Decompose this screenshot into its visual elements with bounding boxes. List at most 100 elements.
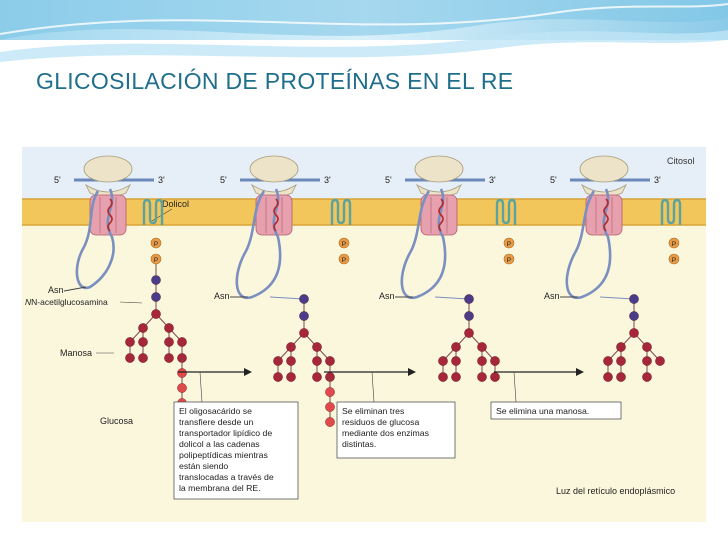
glycosylation-stage-3: 5' 3' Asn — [379, 155, 496, 301]
five-prime-label: 5' — [220, 175, 227, 185]
lumen-region — [22, 225, 706, 522]
signal-sequence — [603, 198, 609, 232]
mannose-sugar — [603, 372, 613, 382]
glcnac-sugar — [464, 294, 474, 304]
glycosylation-diagram: Citosol Luz del retículo endoplásmico Do… — [22, 147, 706, 522]
mannose-sugar — [286, 342, 296, 352]
mannose-sugar — [477, 372, 487, 382]
asn-label: Asn — [379, 291, 395, 301]
oligosaccharide-tree-2: PP — [269, 198, 352, 427]
mannose-sugar — [616, 342, 626, 352]
glcnac-sugar — [629, 311, 639, 321]
ribosome-large-subunit — [414, 155, 464, 183]
glycosylation-stage-2: 5' 3' Asn — [214, 155, 331, 301]
phosphate-label: P — [342, 241, 346, 248]
mannose-sugar — [273, 372, 283, 382]
mannose-sugar — [642, 372, 652, 382]
phosphate-label: P — [507, 257, 511, 264]
phosphate-label: P — [672, 257, 676, 264]
asn-label: Asn — [214, 291, 230, 301]
mannose-sugar — [464, 328, 474, 338]
mannose-sugar — [490, 356, 500, 366]
mannose-sugar — [325, 356, 335, 366]
step-box-3: Se elimina una manosa. — [490, 371, 622, 420]
mannose-sugar — [451, 356, 461, 366]
dolichol-lipid — [330, 198, 352, 225]
header-banner — [0, 0, 728, 62]
mannose-sugar — [477, 356, 487, 366]
mannose-sugar — [490, 372, 500, 382]
mannose-sugar — [451, 372, 461, 382]
three-prime-label: 3' — [158, 175, 165, 185]
phosphate-group — [668, 253, 680, 265]
mannose-sugar — [629, 328, 639, 338]
mannose-sugar — [177, 337, 187, 347]
mannose-sugar — [164, 353, 174, 363]
mannose-sugar — [477, 342, 487, 352]
mannose-sugar — [312, 372, 322, 382]
mannose-label: Manosa — [60, 348, 92, 358]
mannose-sugar — [616, 372, 626, 382]
phosphate-label: P — [507, 241, 511, 248]
mannose-sugar — [138, 353, 148, 363]
mannose-sugar — [151, 309, 161, 319]
mannose-sugar — [138, 337, 148, 347]
mannose-sugar — [164, 323, 174, 333]
mannose-sugar — [164, 337, 174, 347]
svg-text:Se elimina una manosa.: Se elimina una manosa. — [496, 406, 589, 416]
glcnac-sugar — [299, 294, 309, 304]
glucose-sugar — [325, 387, 335, 397]
polypeptide-chain — [75, 188, 115, 290]
glycosylation-stage-4: 5' 3' Asn — [544, 155, 661, 301]
asn-label: Asn — [48, 285, 64, 295]
phosphate-label: P — [154, 241, 158, 248]
ribosome-large-subunit — [83, 155, 133, 183]
signal-sequence — [438, 198, 444, 232]
phosphate-group — [503, 253, 515, 265]
signal-sequence — [273, 198, 279, 232]
phosphate-group — [668, 237, 680, 249]
mannose-sugar — [312, 356, 322, 366]
phosphate-group — [338, 253, 350, 265]
glcnac-sugar — [299, 311, 309, 321]
glcnac-sugar — [151, 275, 161, 285]
dolichol-label: Dolicol — [162, 199, 189, 209]
three-prime-label: 3' — [654, 175, 661, 185]
svg-text:El oligosacárido se tran: El oligosacárido se transfiere desde un … — [179, 406, 276, 493]
glucose-label: Glucosa — [100, 416, 133, 426]
oligosaccharide-tree-1: PP — [125, 198, 187, 408]
glucose-sugar — [177, 383, 187, 393]
mannose-sugar — [138, 323, 148, 333]
glcnac-sugar — [151, 292, 161, 302]
dolichol-lipid — [495, 198, 517, 225]
glucose-sugar — [177, 368, 187, 378]
phosphate-label: P — [342, 257, 346, 264]
ribosome-large-subunit — [579, 155, 629, 183]
mannose-sugar — [125, 353, 135, 363]
lumen-label: Luz del retículo endoplásmico — [556, 486, 675, 496]
dolichol-lipid — [660, 198, 682, 225]
glcnac-sugar — [629, 294, 639, 304]
five-prime-label: 5' — [385, 175, 392, 185]
glucose-sugar — [325, 417, 335, 427]
mannose-sugar — [273, 356, 283, 366]
stage-arrow — [324, 368, 416, 376]
mannose-sugar — [299, 328, 309, 338]
three-prime-label: 3' — [489, 175, 496, 185]
ribosome-large-subunit — [249, 155, 299, 183]
five-prime-label: 5' — [54, 175, 61, 185]
phosphate-group — [338, 237, 350, 249]
svg-text:Se eliminan tres residuo: Se eliminan tres residuos de glucosa med… — [342, 406, 431, 449]
mannose-sugar — [286, 356, 296, 366]
page-title: GLICOSILACIÓN DE PROTEÍNAS EN EL RE — [36, 68, 514, 94]
glcnac-label: NN-acetilglucosamina — [25, 297, 108, 307]
glucose-sugar — [325, 402, 335, 412]
mannose-sugar — [286, 372, 296, 382]
stage-arrow — [178, 368, 252, 376]
three-prime-label: 3' — [324, 175, 331, 185]
mannose-sugar — [312, 342, 322, 352]
phosphate-group — [150, 237, 162, 249]
asn-label: Asn — [544, 291, 560, 301]
five-prime-label: 5' — [550, 175, 557, 185]
step-box-1: El oligosacárido se transfiere desde un … — [173, 371, 299, 500]
